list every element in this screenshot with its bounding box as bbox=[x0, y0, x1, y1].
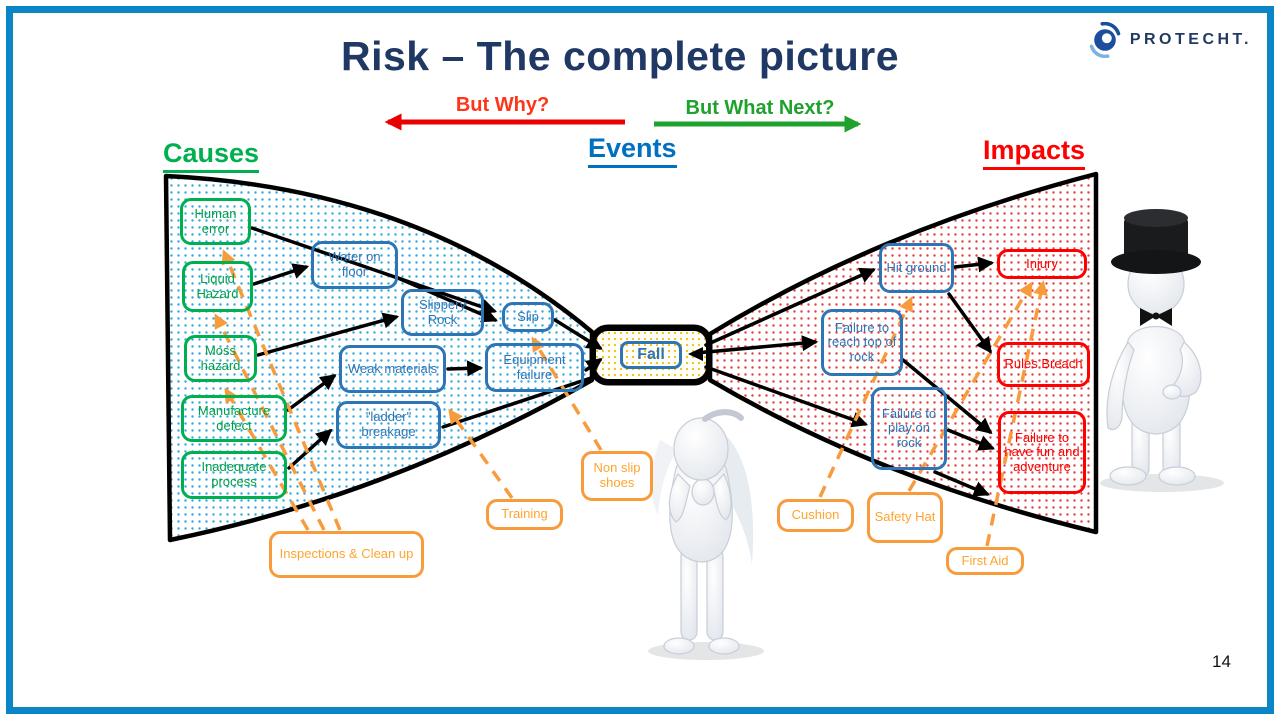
box-moss-hazard: Moss hazard bbox=[184, 335, 257, 382]
page-number: 14 bbox=[1212, 652, 1231, 671]
events-header: Events bbox=[588, 133, 677, 168]
but-why-label: But Why? bbox=[455, 94, 550, 116]
causes-header: Causes bbox=[163, 138, 260, 173]
box-weak-materials: Weak materials bbox=[339, 345, 446, 393]
protecht-swirl-icon bbox=[1089, 22, 1121, 58]
box-first-aid: First Aid bbox=[946, 547, 1024, 575]
box-inspections-clean-up: Inspections & Clean up bbox=[269, 531, 424, 578]
box-rules-breach: Rules Breach bbox=[997, 342, 1090, 387]
slide-border-frame bbox=[6, 6, 1274, 714]
impacts-header: Impacts bbox=[983, 135, 1086, 170]
box-cushion: Cushion bbox=[777, 499, 854, 532]
box-human-error: Human error bbox=[180, 198, 251, 245]
box-hit-ground: Hit ground bbox=[879, 243, 954, 293]
protecht-logo: PROTECHT. bbox=[1087, 22, 1252, 58]
bride-figure bbox=[648, 409, 764, 660]
black-arrows bbox=[250, 226, 995, 497]
box-training: Training bbox=[486, 499, 563, 530]
box-failure-have-fun: Failure to have fun and adventure bbox=[998, 411, 1086, 494]
bow-tie-icon bbox=[1140, 308, 1172, 326]
groom-figure bbox=[1100, 209, 1224, 492]
box-slippery-rock: Slippery Rock bbox=[401, 289, 484, 336]
box-safety-hat: Safety Hat bbox=[867, 492, 943, 543]
box-failure-play-rock: Failure to play on rock bbox=[871, 387, 947, 470]
box-equipment-failure: Equipment failure bbox=[485, 343, 584, 392]
box-non-slip-shoes: Non slip shoes bbox=[581, 451, 653, 501]
central-event-knot: Fall bbox=[592, 327, 710, 383]
top-hat-icon bbox=[1111, 209, 1201, 274]
box-manufacture-defect: Manufacture defect bbox=[181, 395, 287, 442]
slide-title: Risk – The complete picture bbox=[340, 33, 900, 79]
but-what-next-label: But What Next? bbox=[685, 97, 835, 119]
box-liquid-hazard: Liquid Hazard bbox=[182, 261, 253, 312]
box-failure-reach-top: Failure to reach top of rock bbox=[821, 309, 903, 376]
control-arrows bbox=[214, 249, 1048, 547]
back-arrowhead bbox=[688, 347, 703, 361]
logo-wordmark: PROTECHT. bbox=[1129, 31, 1252, 48]
box-inadequate-process: Inadequate process bbox=[181, 451, 287, 499]
box-slip: Slip bbox=[502, 302, 554, 332]
box-injury: Injury bbox=[997, 249, 1087, 279]
box-water-on-floor: Water on floor bbox=[311, 241, 398, 289]
box-fall: Fall bbox=[620, 341, 682, 369]
box-ladder-breakage: "ladder" breakage bbox=[336, 401, 441, 449]
